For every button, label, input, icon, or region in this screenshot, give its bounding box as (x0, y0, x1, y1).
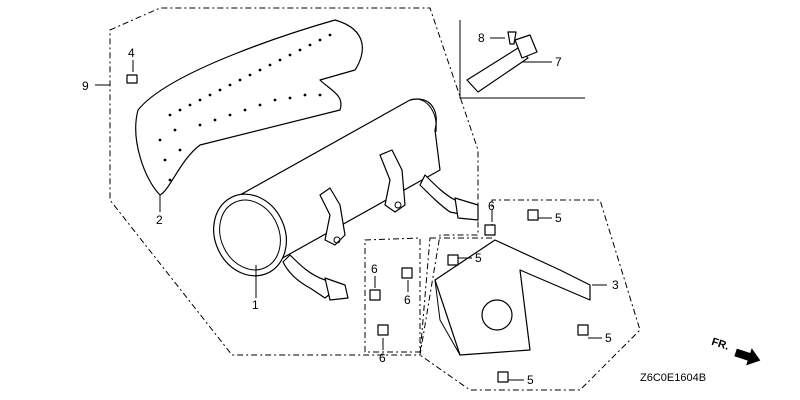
callout-7: 7 (555, 55, 562, 69)
callout-6-top: 6 (488, 199, 495, 213)
front-direction-arrow-icon: FR. (710, 336, 761, 366)
heat-shield (135, 19, 363, 196)
callout-5-bottom: 5 (527, 373, 534, 387)
callout-3: 3 (612, 278, 619, 292)
bolt-group-boundary (364, 237, 421, 353)
muffler-brackets (319, 149, 406, 246)
bolts (126, 74, 589, 383)
muffler-body (213, 98, 441, 277)
svg-text:FR.: FR. (710, 336, 731, 353)
spark-arrester-screw (507, 31, 517, 45)
callout-1: 1 (252, 298, 259, 312)
callout-5-right: 5 (605, 331, 612, 345)
callout-6-bottom: 6 (379, 351, 386, 365)
diagram-code: Z6C0E1604B (640, 372, 706, 384)
callout-6-left: 6 (371, 262, 378, 276)
callout-6-right: 6 (404, 293, 411, 307)
callout-8: 8 (478, 31, 485, 45)
spark-arrester-inset-box (459, 20, 585, 99)
callout-4: 4 (128, 46, 135, 60)
callout-5-mid: 5 (475, 251, 482, 265)
callout-5-top: 5 (555, 211, 562, 225)
muffler-assembly-boundary (109, 7, 479, 356)
leader-lines (95, 37, 607, 381)
muffler-protector (434, 239, 591, 356)
spark-arrester (466, 34, 538, 93)
exhaust-pipes (282, 174, 479, 301)
callout-9: 9 (82, 79, 89, 93)
callout-2: 2 (156, 213, 163, 227)
